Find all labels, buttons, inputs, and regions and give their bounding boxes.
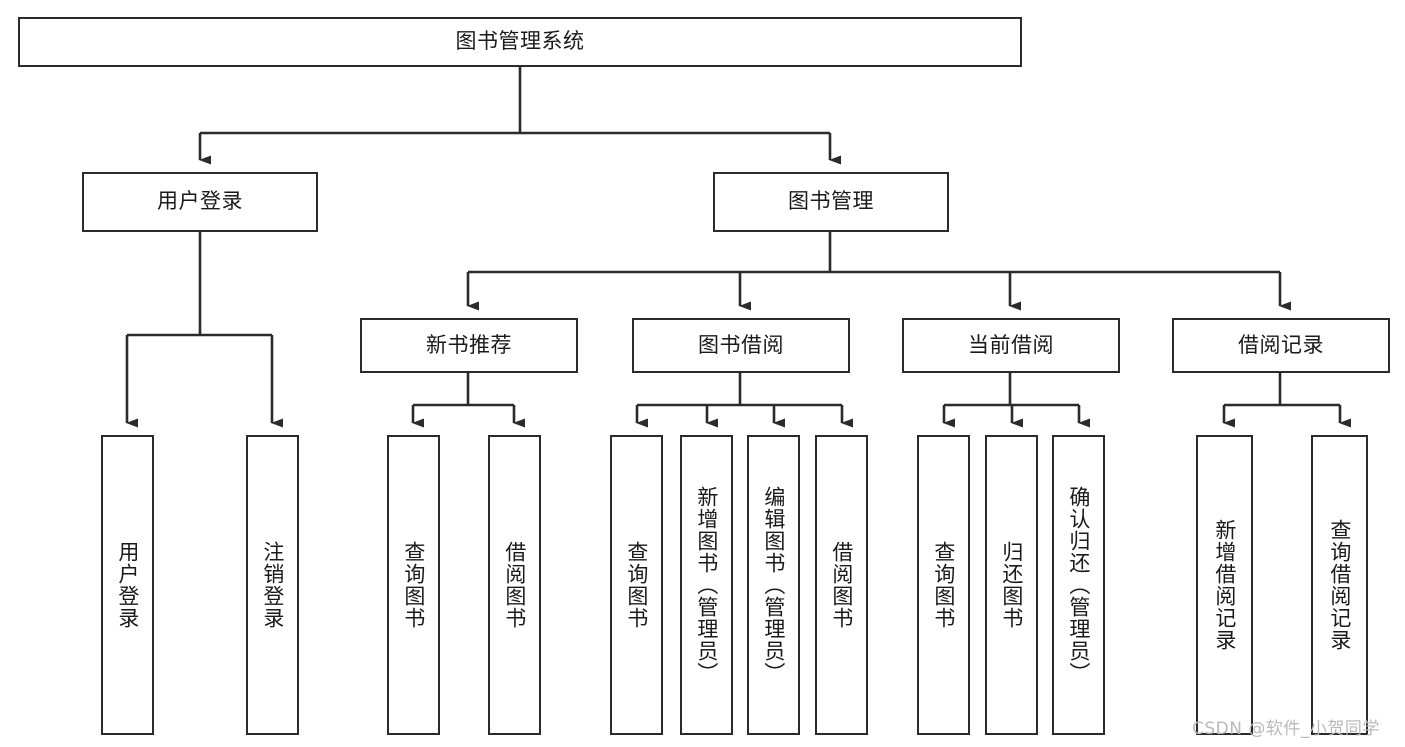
node-leaf-add-borrow-record[interactable]: 新增借阅记录 [1196,435,1253,735]
node-leaf-query-book-3-label: 查询图书 [931,541,956,629]
node-leaf-query-borrow-record-label: 查询借阅记录 [1327,519,1352,651]
node-leaf-query-borrow-record[interactable]: 查询借阅记录 [1311,435,1368,735]
node-leaf-confirm-return-admin[interactable]: 确认归还（管理员） [1052,435,1105,735]
node-leaf-query-book-3[interactable]: 查询图书 [917,435,970,735]
node-leaf-query-book-1-label: 查询图书 [401,541,426,629]
node-leaf-borrow-book-1-label: 借阅图书 [502,541,527,629]
node-leaf-return-book-label: 归还图书 [999,541,1024,629]
node-new-book-recommend[interactable]: 新书推荐 [360,318,578,373]
node-book-borrow[interactable]: 图书借阅 [632,318,850,373]
node-book-borrow-label: 图书借阅 [698,332,784,357]
node-leaf-edit-book-admin[interactable]: 编辑图书（管理员） [747,435,800,735]
node-leaf-add-book-admin-label: 新增图书（管理员） [694,486,719,684]
node-leaf-add-borrow-record-label: 新增借阅记录 [1212,519,1237,651]
node-leaf-borrow-book-2[interactable]: 借阅图书 [815,435,868,735]
node-user-login-label: 用户登录 [157,189,243,214]
node-leaf-add-book-admin[interactable]: 新增图书（管理员） [680,435,733,735]
node-leaf-edit-book-admin-label: 编辑图书（管理员） [761,486,786,684]
node-new-book-recommend-label: 新书推荐 [426,332,512,357]
node-leaf-logout-login-label: 注销登录 [260,541,285,629]
node-borrow-record[interactable]: 借阅记录 [1172,318,1390,373]
node-current-borrow[interactable]: 当前借阅 [902,318,1120,373]
node-leaf-query-book-2-label: 查询图书 [624,541,649,629]
node-leaf-query-book-1[interactable]: 查询图书 [387,435,440,735]
node-current-borrow-label: 当前借阅 [968,332,1054,357]
node-leaf-user-login-label: 用户登录 [115,541,140,629]
node-book-management[interactable]: 图书管理 [713,172,949,232]
node-leaf-user-login[interactable]: 用户登录 [101,435,154,735]
node-leaf-return-book[interactable]: 归还图书 [985,435,1038,735]
node-leaf-borrow-book-2-label: 借阅图书 [829,541,854,629]
node-leaf-confirm-return-admin-label: 确认归还（管理员） [1066,486,1091,684]
node-user-login[interactable]: 用户登录 [82,172,318,232]
node-leaf-query-book-2[interactable]: 查询图书 [610,435,663,735]
node-leaf-logout-login[interactable]: 注销登录 [246,435,299,735]
node-borrow-record-label: 借阅记录 [1238,332,1324,357]
node-leaf-borrow-book-1[interactable]: 借阅图书 [488,435,541,735]
node-root-label: 图书管理系统 [455,29,585,54]
csdn-watermark: CSDN @软件_小贺同学 [1192,719,1380,739]
node-root[interactable]: 图书管理系统 [18,17,1022,67]
node-book-management-label: 图书管理 [788,189,874,214]
